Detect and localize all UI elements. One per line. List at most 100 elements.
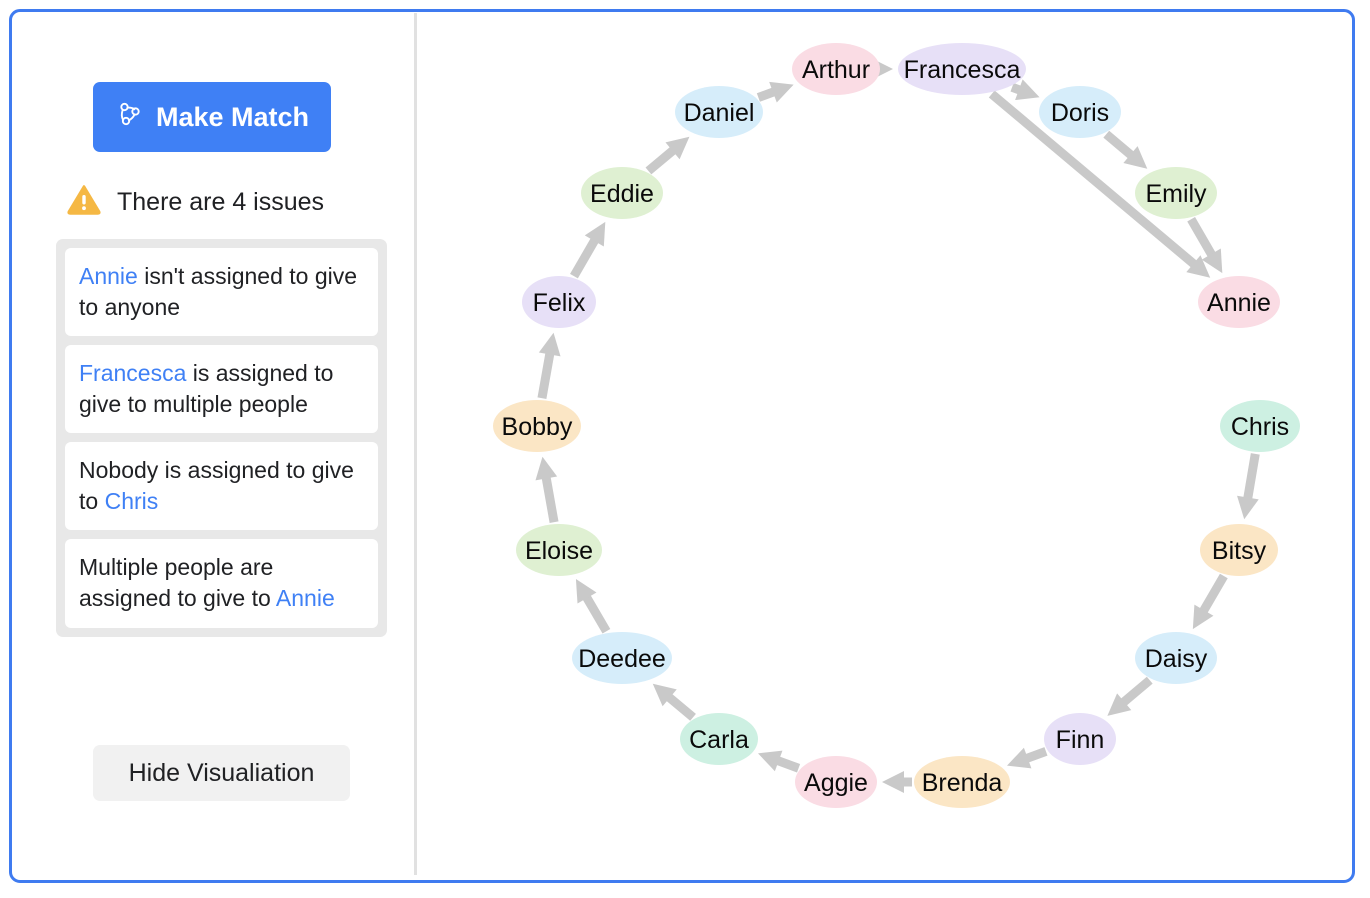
make-match-label: Make Match [155,101,310,132]
graph-edge [1242,453,1260,503]
graph-edge-arrowhead [1192,604,1214,630]
graph-node[interactable]: Emily [1135,167,1217,219]
app-window: Make Match There are 4 issues Annie isn'… [9,9,1355,883]
graph-node[interactable]: Deedee [572,632,672,684]
graph-edge-arrowhead [1123,146,1148,169]
graph-edge-arrowhead [769,81,794,103]
graph-edge-arrowhead [538,332,561,357]
graph-node-label: Eloise [525,537,593,565]
graph-node-shape [1135,632,1217,684]
graph-node-label: Deedee [578,645,666,673]
graph-node-shape [680,713,758,765]
graph-node[interactable]: Francesca [898,43,1026,95]
issue-text: Nobody is assigned to give to [79,457,354,514]
graph-node[interactable]: Bobby [493,400,581,452]
issues-header: There are 4 issues [67,184,324,220]
issue-person-name: Chris [104,487,159,514]
graph-edge [773,755,801,773]
sidebar-panel: Make Match There are 4 issues Annie isn'… [12,12,412,880]
graph-edge-arrowhead [758,750,783,772]
graph-edge-arrowhead [1015,79,1040,101]
graph-node-shape [581,167,663,219]
graph-node-label: Finn [1056,726,1105,754]
share-network-icon [115,100,143,135]
graph-edge [537,349,555,399]
graph-edge [1118,676,1153,708]
graph-edge [1103,130,1137,161]
graph-node-shape [1044,713,1116,765]
issue-person-name: Annie [275,585,335,612]
graph-node-label: Brenda [922,769,1003,797]
issue-text: Multiple people are assigned to give to [79,554,276,612]
graph-node[interactable]: Eloise [516,524,602,576]
graph-node-label: Carla [689,726,749,754]
graph-node-shape [898,43,1026,95]
hide-visualisation-button[interactable]: Hide Visualiation [93,745,350,801]
graph-edge-arrowhead [1006,747,1032,769]
graph-node-label: Bitsy [1212,537,1267,565]
graph-node-label: Eddie [590,180,654,208]
graph-node-label: Aggie [804,769,868,797]
graph-node-shape [914,756,1010,808]
graph-edge [581,592,611,634]
graph-node[interactable]: Annie [1198,276,1280,328]
graph-edge [1198,573,1228,616]
graph-node[interactable]: Chris [1220,400,1300,452]
graph-node[interactable]: Brenda [914,756,1010,808]
graph-edge [541,473,559,523]
graph-node-shape [675,86,763,138]
graph-node-label: Chris [1231,413,1289,441]
graph-node[interactable]: Bitsy [1200,524,1278,576]
issue-text: isn't assigned to give to anyone [79,263,358,320]
graph-edge-arrowhead [882,771,904,793]
graph-node-shape [1135,167,1217,219]
issues-count-text: There are 4 issues [117,187,325,216]
graph-node-shape [792,43,880,95]
graph-node-shape [795,756,877,808]
graph-edge-arrowhead [535,456,558,481]
graph-edge-arrowhead [1237,495,1259,520]
graph-node[interactable]: Daniel [675,86,763,138]
issue-card[interactable]: Nobody is assigned to give to Chris [65,442,378,531]
graph-node-shape [1198,276,1280,328]
graph-edge [645,144,679,175]
graph-edge-arrowhead [584,221,606,247]
graph-node-shape [522,276,596,328]
graph-edge-arrowhead [1186,255,1211,278]
graph-node[interactable]: Aggie [795,756,877,808]
graph-node-label: Daniel [684,99,755,127]
graph-node-label: Doris [1051,99,1109,127]
graph-node[interactable]: Carla [680,713,758,765]
graph-edges [535,58,1260,793]
graph-edge [570,235,601,279]
graph-node[interactable]: Felix [522,276,596,328]
graph-edge [663,691,696,721]
graph-edge-arrowhead [665,136,690,160]
graph-node[interactable]: Finn [1044,713,1116,765]
graph-node-shape [516,524,602,576]
graph-node-shape [493,400,581,452]
graph-node-shape [1220,400,1300,452]
graph-node[interactable]: Eddie [581,167,663,219]
issue-card[interactable]: Francesca is assigned to give to multipl… [65,345,378,434]
graph-node-shape [572,632,672,684]
graph-edge [988,90,1200,270]
panel-divider [414,13,417,875]
graph-node[interactable]: Daisy [1135,632,1217,684]
graph-edge-arrowhead [575,579,597,604]
issue-person-name: Francesca [79,360,187,387]
graph-node[interactable]: Doris [1039,86,1121,138]
graph-node[interactable]: Arthur [792,43,880,95]
graph-node-shape [1200,524,1278,576]
graph-node-label: Annie [1207,289,1271,317]
issue-text: is assigned to give to multiple people [79,360,334,417]
issue-card[interactable]: Multiple people are assigned to give to … [65,539,378,628]
graph-edge-arrowhead [652,683,677,707]
make-match-button[interactable]: Make Match [93,82,331,152]
graph-edge [1187,216,1218,260]
issue-card[interactable]: Annie isn't assigned to give to anyone [65,248,378,337]
